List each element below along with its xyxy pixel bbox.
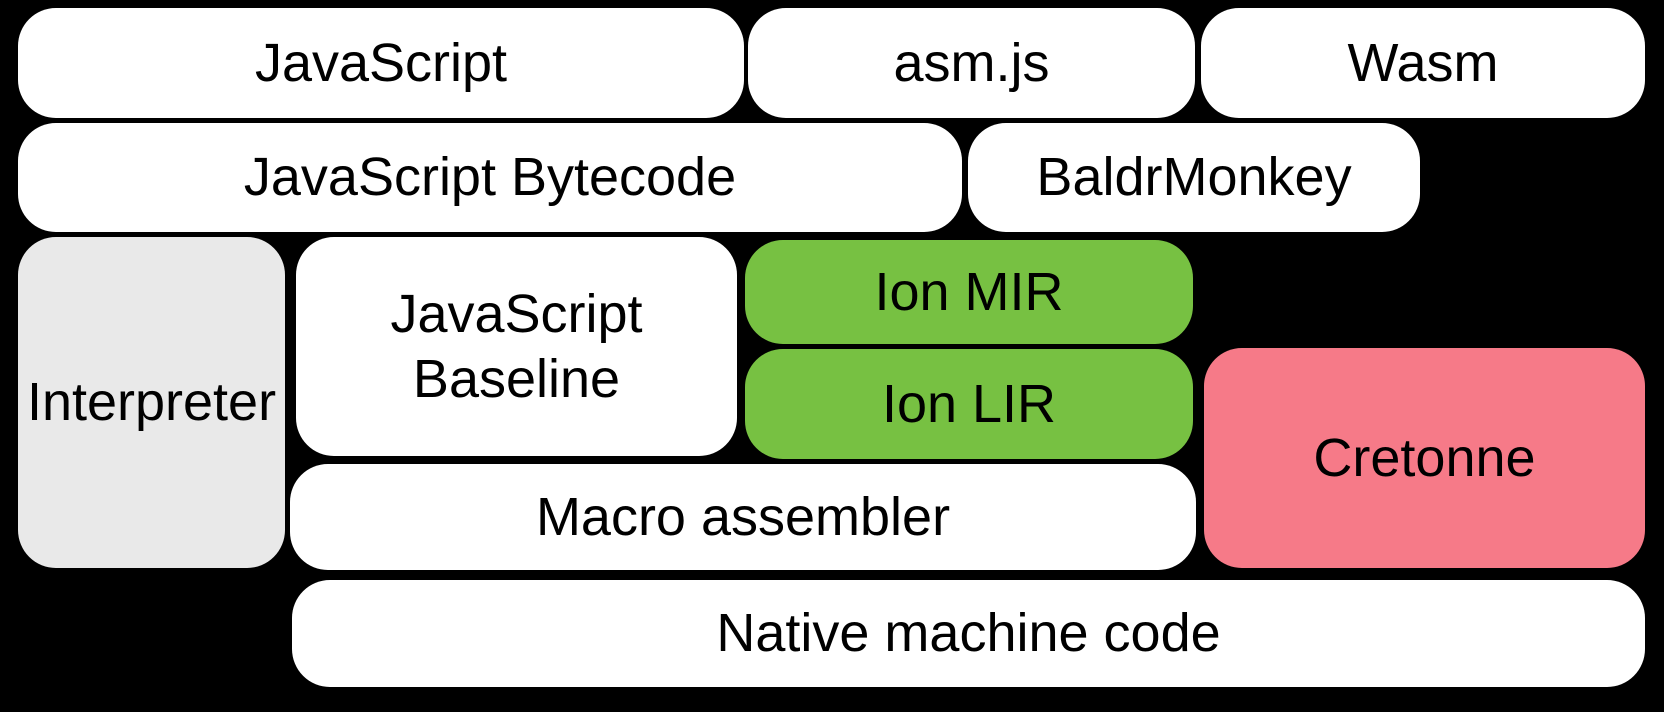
box-macro-assembler-label: Macro assembler [535,486,951,547]
box-wasm: Wasm [1201,8,1645,118]
box-cretonne-label: Cretonne [1313,427,1536,488]
box-native-machine-code: Native machine code [292,580,1645,687]
box-baldrmonkey-label: BaldrMonkey [1036,147,1352,208]
box-javascript-bytecode-label: JavaScript Bytecode [243,147,737,208]
box-ion-lir-label: Ion LIR [881,373,1057,434]
box-ion-lir: Ion LIR [745,349,1193,459]
box-javascript-label: JavaScript [254,32,508,93]
box-baldrmonkey: BaldrMonkey [968,123,1420,232]
box-wasm-label: Wasm [1347,32,1499,93]
box-asmjs-label: asm.js [893,32,1050,93]
box-interpreter: Interpreter [18,237,285,568]
box-ion-mir: Ion MIR [745,240,1193,344]
box-interpreter-label: Interpreter [26,372,277,433]
box-javascript: JavaScript [18,8,744,118]
box-javascript-baseline-label: JavaScript Baseline [390,283,643,409]
box-javascript-baseline: JavaScript Baseline [296,237,737,456]
box-macro-assembler: Macro assembler [290,464,1196,570]
box-cretonne: Cretonne [1204,348,1645,568]
box-native-machine-code-label: Native machine code [716,603,1221,664]
box-javascript-bytecode: JavaScript Bytecode [18,123,962,232]
box-asmjs: asm.js [748,8,1195,118]
box-ion-mir-label: Ion MIR [874,261,1064,322]
